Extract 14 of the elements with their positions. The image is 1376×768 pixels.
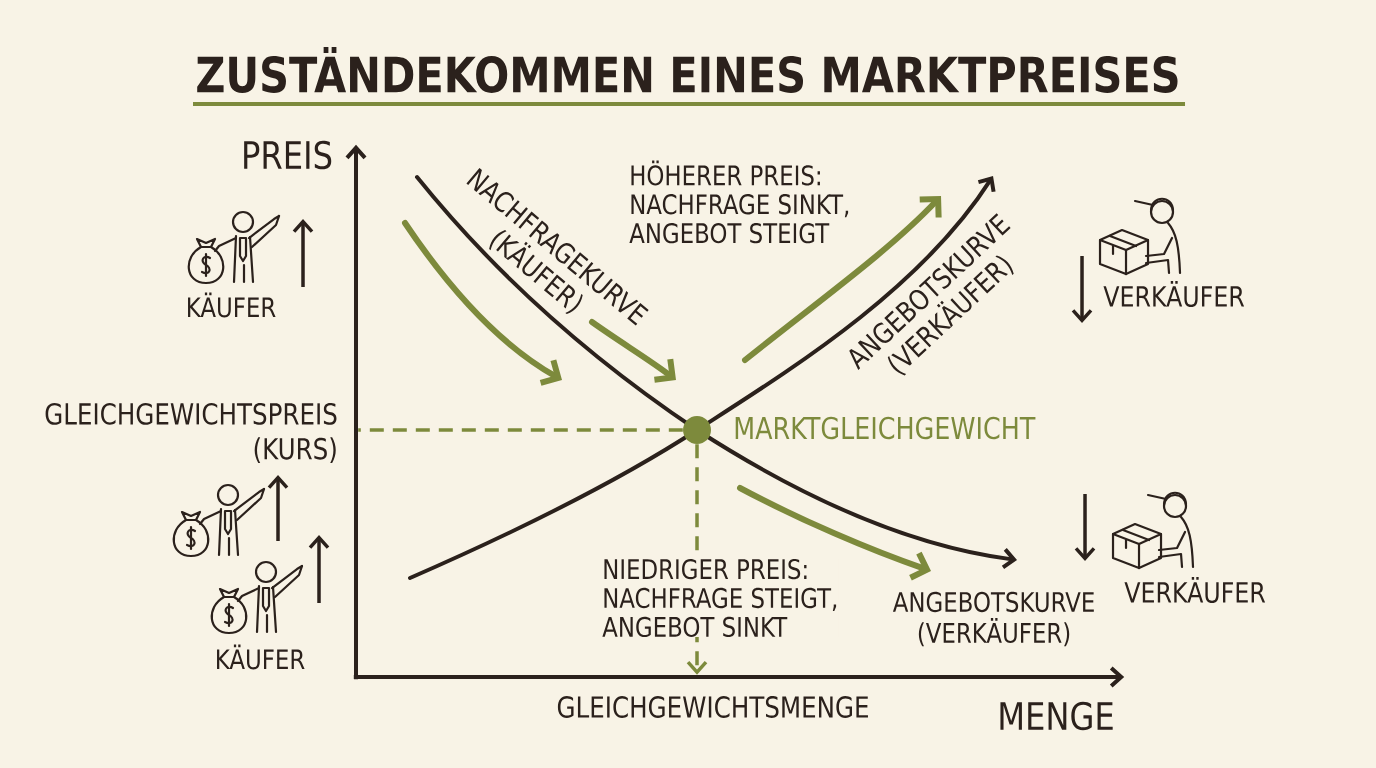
figure-label: KÄUFER — [217, 644, 305, 670]
x-axis — [353, 666, 1125, 688]
figure-label: KÄUFER — [188, 292, 276, 318]
equilibrium-dot — [683, 416, 711, 444]
axis-title: MENGE — [1000, 701, 1113, 731]
annotation-text: NIEDRIGER PREIS: NACHFRAGE STEIGT, ANGEBOT SINKT — [602, 558, 839, 638]
dashed-line — [358, 428, 683, 432]
title: ZUSTÄNDEKOMMEN EINES MARKTPREISES — [197, 47, 1178, 93]
axis-value-label: GLEICHGEWICHTSMENGE — [557, 696, 868, 718]
axis-value-label: GLEICHGEWICHTSPREIS (KURS) — [45, 402, 337, 464]
figure-label: VERKÄUFER — [1103, 281, 1245, 307]
point-label: MARKTGLEICHGEWICHT — [735, 416, 1036, 440]
axis-title: PREIS — [244, 140, 332, 170]
figure-label: VERKÄUFER — [1124, 577, 1266, 603]
